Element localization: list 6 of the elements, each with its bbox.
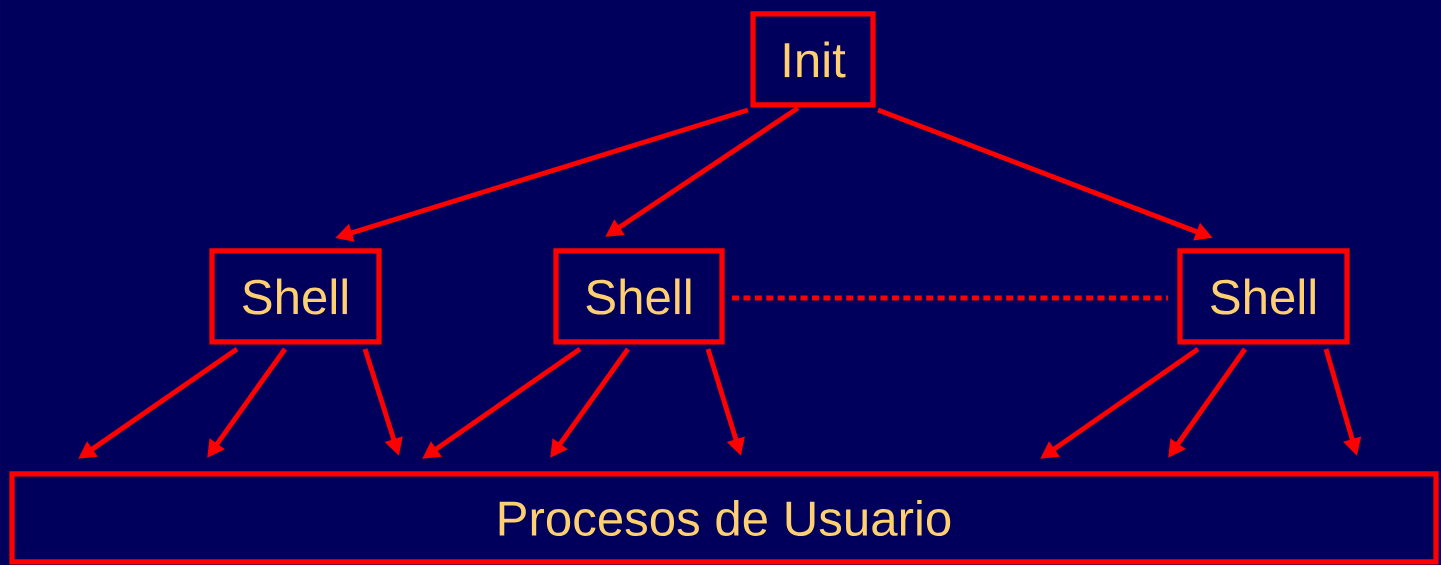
process-box: Shell [209, 248, 382, 345]
process-band: Procesos de Usuario [9, 471, 1439, 565]
dotted-line [732, 295, 1168, 301]
process-box: Shell [1177, 248, 1350, 345]
process-box: Init [750, 11, 876, 108]
process-box: Shell [553, 248, 725, 345]
